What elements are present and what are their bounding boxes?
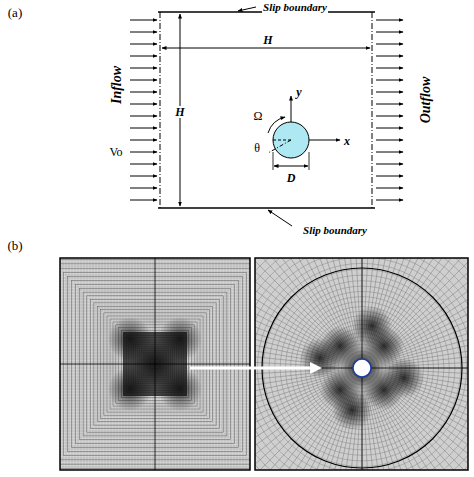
mesh-outer	[60, 258, 250, 470]
dimension-label: H	[262, 34, 273, 46]
angle-label: θ	[253, 142, 261, 154]
dimension-label: D	[286, 172, 297, 184]
boundary-label: Slip boundary	[302, 225, 368, 236]
mesh-inner-frame	[255, 258, 468, 470]
leader-line	[268, 210, 292, 226]
zoom-arrow	[190, 362, 322, 374]
dimension-label: H	[174, 106, 185, 118]
axis-label: y	[295, 86, 302, 98]
rotation-label: Ω	[253, 110, 264, 122]
leader-line	[238, 7, 256, 11]
panel-label: (b)	[6, 239, 23, 252]
inflow-label: Inflow	[110, 65, 124, 105]
mesh-inner	[255, 258, 468, 470]
axis-label: x	[343, 135, 351, 147]
dimension-line	[162, 48, 370, 49]
mesh-outer-frame	[60, 258, 250, 470]
panel-label: (a)	[7, 6, 23, 19]
boundary-label: Slip boundary	[262, 2, 328, 13]
domain	[158, 12, 375, 208]
outflow-label: Outflow	[419, 76, 433, 125]
velocity-label: Vo	[108, 146, 123, 158]
flow-arrows	[130, 20, 403, 200]
cylinder	[268, 96, 340, 170]
